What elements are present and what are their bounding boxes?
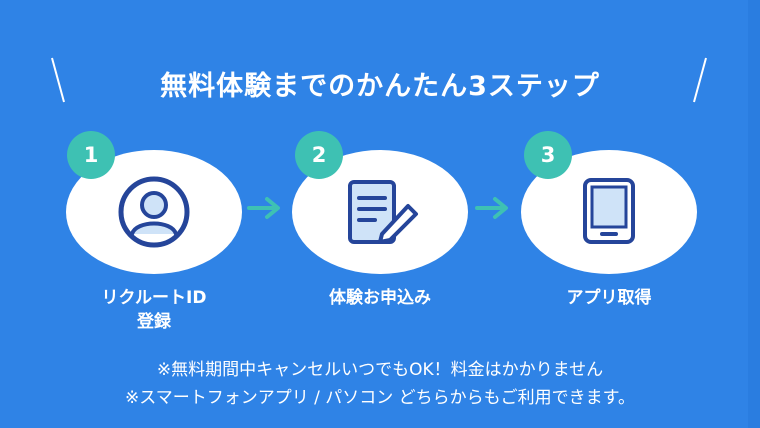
step-2-badge: 2 (295, 131, 343, 179)
page-title: 無料体験までのかんたん3ステップ (160, 71, 600, 102)
step-1-circle (66, 150, 242, 274)
note-devices: ※スマートフォンアプリ / パソコン どちらからもご利用できます。 (125, 388, 635, 408)
left-slash-decoration (51, 57, 65, 103)
title-area: 無料体験までのかんたん3ステップ (0, 56, 760, 106)
step-2-label-line1: 体験お申込み (329, 288, 431, 308)
step-2-label: 体験お申込み (280, 286, 480, 310)
note-free-cancel: ※無料期間中キャンセルいつでもOK！料金はかかりません (156, 360, 604, 380)
step-3-badge: 3 (524, 131, 572, 179)
arrow-right-icon (247, 197, 280, 219)
step-3-label: アプリ取得 (509, 286, 709, 310)
arrow-right-icon (475, 197, 508, 219)
step-1-label: リクルートID 登録 (54, 286, 254, 334)
tablet-icon (583, 178, 635, 244)
right-slash-decoration (693, 57, 707, 103)
step-1-label-line1: リクルートID (101, 288, 207, 308)
step-3-label-line1: アプリ取得 (566, 288, 652, 308)
banner-edge (748, 0, 760, 428)
step-1-badge: 1 (67, 131, 115, 179)
form-pen-icon (348, 180, 418, 244)
step-1-label-line2: 登録 (137, 312, 171, 332)
user-account-icon (118, 176, 190, 248)
